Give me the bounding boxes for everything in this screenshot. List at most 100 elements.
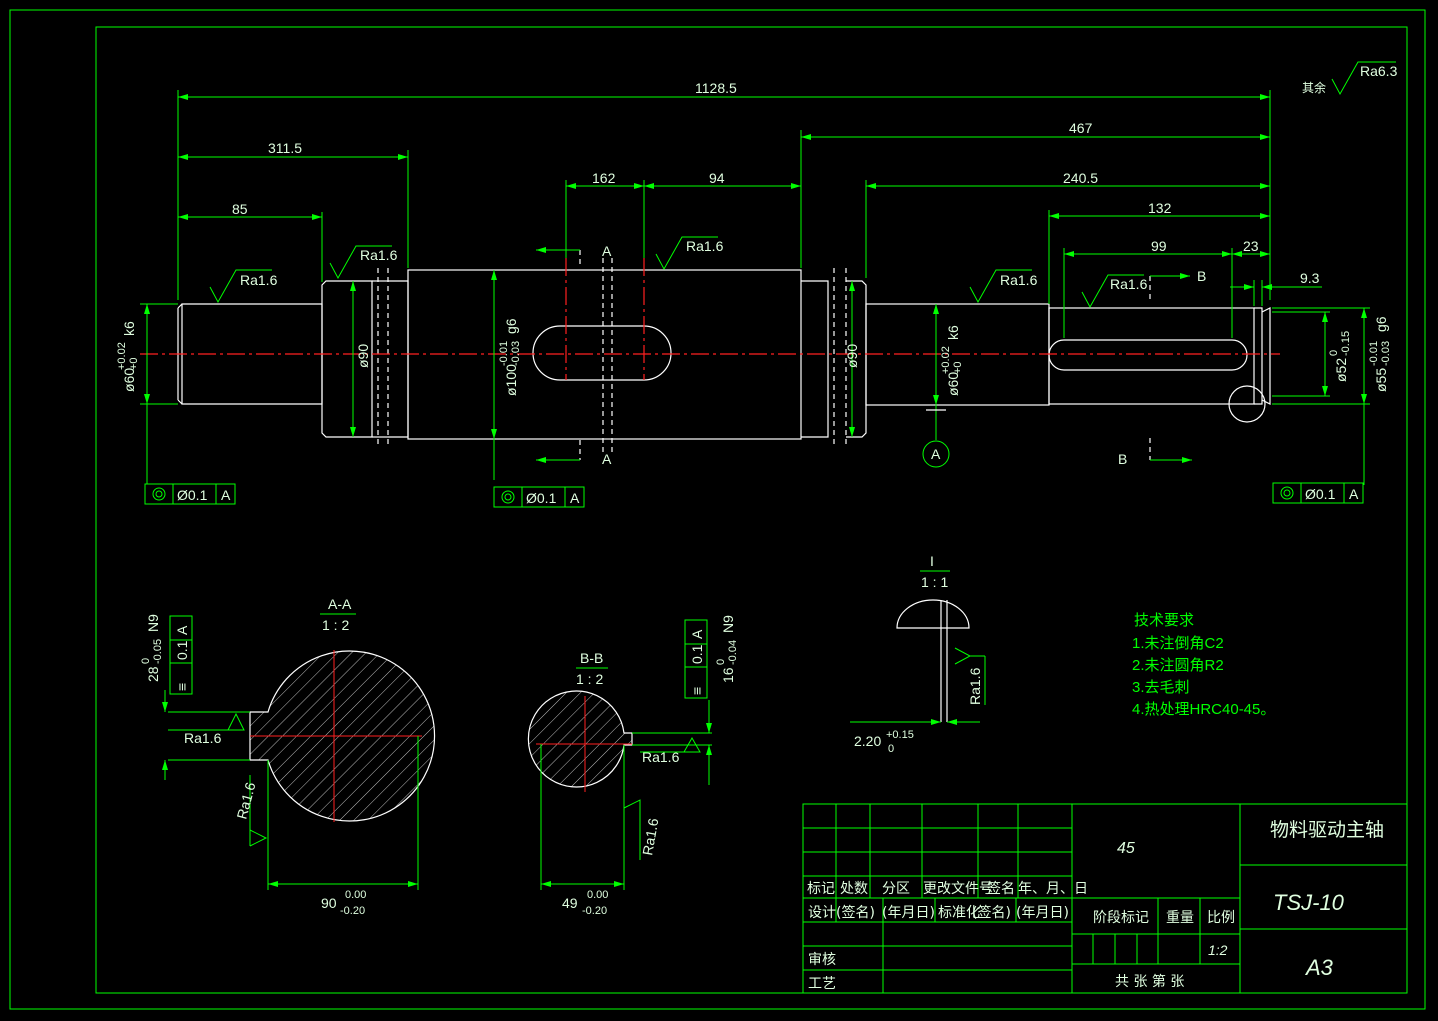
- dia60-right-fit: k6: [945, 325, 961, 340]
- tb-zone: 分区: [882, 881, 910, 897]
- top-dimensions: 1128.5 311.5 85 162 94 467 240.5 132 99 …: [177, 80, 1322, 338]
- bb-symm-symbol: ≡: [689, 687, 705, 695]
- aa-scale: 1 : 2: [322, 617, 349, 633]
- sec-a-bottom: A: [602, 451, 612, 467]
- dim-85: 85: [232, 201, 248, 217]
- ra-other-label: 其余: [1302, 80, 1326, 95]
- inner-border: [95, 26, 1408, 994]
- bb-title: B-B: [580, 650, 603, 666]
- section-bb: B-B 1 : 2 49 0.00 -0.20 16 0 -0.04 N9 ≡ …: [527, 615, 739, 917]
- key-b-main: 16: [720, 667, 736, 683]
- tb-stage: 阶段标记: [1093, 910, 1149, 926]
- i-title: I: [930, 553, 934, 569]
- dia55-tol-lo: -0.03: [1380, 341, 1392, 366]
- tb-ratio: 比例: [1207, 910, 1235, 926]
- roughness-main: Ra1.6 Ra1.6 Ra1.6 Ra1.6 Ra1.6 其余 Ra6.3: [209, 61, 1398, 309]
- tb-mark: 标记: [807, 881, 835, 897]
- dia60-left-tol-up: +0.02: [116, 342, 128, 370]
- dia60-left-fit: k6: [121, 321, 137, 336]
- dim-311: 311.5: [268, 140, 302, 156]
- dia90-left: ø90: [355, 344, 371, 368]
- bb-ra: Ra1.6: [642, 749, 680, 765]
- bb-ra2: Ra1.6: [639, 817, 661, 857]
- key-b-fit: N9: [720, 615, 736, 633]
- tb-design-date: (年月日): [882, 905, 935, 921]
- tb-scale: 1:2: [1208, 942, 1228, 958]
- dia60-right: ø60: [945, 372, 961, 396]
- key-b-up: 0: [715, 659, 727, 665]
- ra-2: Ra1.6: [360, 247, 398, 263]
- dia100-tol-up: -0.01: [498, 341, 510, 366]
- groove-up: +0.15: [886, 729, 914, 741]
- dim-240: 240.5: [1063, 170, 1098, 186]
- aa-up: 0.00: [345, 889, 366, 901]
- dim-23: 23: [1243, 238, 1259, 254]
- tech-item-4: 4.热处理HRC40-45。: [1132, 701, 1275, 718]
- tb-standard: 标准化: [938, 905, 980, 921]
- gdt3-value: Ø0.1: [1305, 486, 1336, 502]
- dia60-left: ø60: [121, 368, 137, 392]
- key-a-fit: N9: [145, 614, 161, 632]
- aa-symm-value: 0.1: [174, 640, 190, 660]
- tech-item-2: 2.未注圆角R2: [1132, 657, 1224, 674]
- dim-93: 9.3: [1300, 270, 1320, 286]
- dim-162: 162: [592, 170, 616, 186]
- aa-title: A-A: [328, 596, 352, 612]
- aa-symm-symbol: ≡: [174, 683, 190, 691]
- dia60-right-tol-lo: +0: [952, 361, 964, 374]
- dia55-tol-up: -0.01: [1368, 341, 1380, 366]
- tb-sign: 签名: [987, 880, 1015, 897]
- section-markers: A A B B: [536, 243, 1206, 467]
- tb-weight: 重量: [1166, 910, 1194, 926]
- bb-width: 49: [562, 895, 578, 911]
- ra-5: Ra1.6: [1110, 276, 1148, 292]
- aa-ra2: Ra1.6: [233, 780, 258, 820]
- bb-lo: -0.20: [582, 905, 607, 917]
- tb-design: 设计: [808, 905, 836, 921]
- dia52-tol-up: 0: [1328, 350, 1340, 356]
- gdt1-value: Ø0.1: [177, 487, 208, 503]
- dim-99: 99: [1151, 238, 1167, 254]
- tb-sheet-size: A3: [1304, 955, 1334, 980]
- key-b-lo: -0.04: [727, 640, 739, 665]
- tb-design-sign: (签名): [836, 904, 875, 921]
- gdt3-datum: A: [1349, 486, 1359, 502]
- tb-date: 年、月、日: [1018, 881, 1088, 897]
- shaft-main-view: [140, 258, 1280, 455]
- aa-width: 90: [321, 895, 337, 911]
- dia90-right: ø90: [844, 344, 860, 368]
- tech-heading: 技术要求: [1134, 612, 1194, 629]
- sec-a-top: A: [602, 243, 612, 259]
- aa-lo: -0.20: [340, 905, 365, 917]
- bb-symm-datum: A: [689, 629, 705, 639]
- key-a-main: 28: [145, 666, 161, 682]
- bb-symm-value: 0.1: [689, 644, 705, 664]
- datum-a-circle: [922, 440, 950, 468]
- gdt-frames: Ø0.1 A Ø0.1 A Ø0.1 A: [144, 404, 1364, 508]
- diameter-dimensions: ø60 +0.02 +0 k6 ø90 ø100 -0.01 -0.03 g6 …: [116, 270, 1392, 485]
- dia100-tol-lo: -0.03: [510, 341, 522, 366]
- detail-i: I 1 : 1 2.20 +0.15 0 Ra1.6: [850, 553, 986, 755]
- outer-border: [9, 9, 1426, 1010]
- sec-b-bottom: B: [1118, 451, 1127, 467]
- tb-standard-sign: (签名): [972, 904, 1011, 921]
- tb-material: 45: [1117, 840, 1135, 857]
- tb-review: 审核: [808, 952, 836, 968]
- tb-count: 处数: [840, 881, 868, 897]
- dia60-left-tol-lo: +0: [128, 357, 140, 370]
- dim-467: 467: [1069, 120, 1093, 136]
- dia55: ø55: [1373, 368, 1389, 392]
- aa-symm-datum: A: [174, 625, 190, 635]
- tech-item-1: 1.未注倒角C2: [1132, 635, 1224, 652]
- tb-change-doc: 更改文件号: [923, 881, 993, 897]
- aa-ra: Ra1.6: [184, 730, 222, 746]
- gdt2-value: Ø0.1: [526, 490, 557, 506]
- tech-item-3: 3.去毛刺: [1132, 679, 1190, 696]
- dim-94: 94: [709, 170, 725, 186]
- tb-process: 工艺: [808, 976, 836, 992]
- ra-4: Ra1.6: [1000, 272, 1038, 288]
- dia52-tol-lo: -0.15: [1340, 331, 1352, 356]
- section-aa: A-A 1 : 2 90 0.00 -0.20 28 0 -0.05 N9 ≡ …: [140, 596, 436, 917]
- ra-1: Ra1.6: [240, 272, 278, 288]
- dia100: ø100: [503, 364, 519, 396]
